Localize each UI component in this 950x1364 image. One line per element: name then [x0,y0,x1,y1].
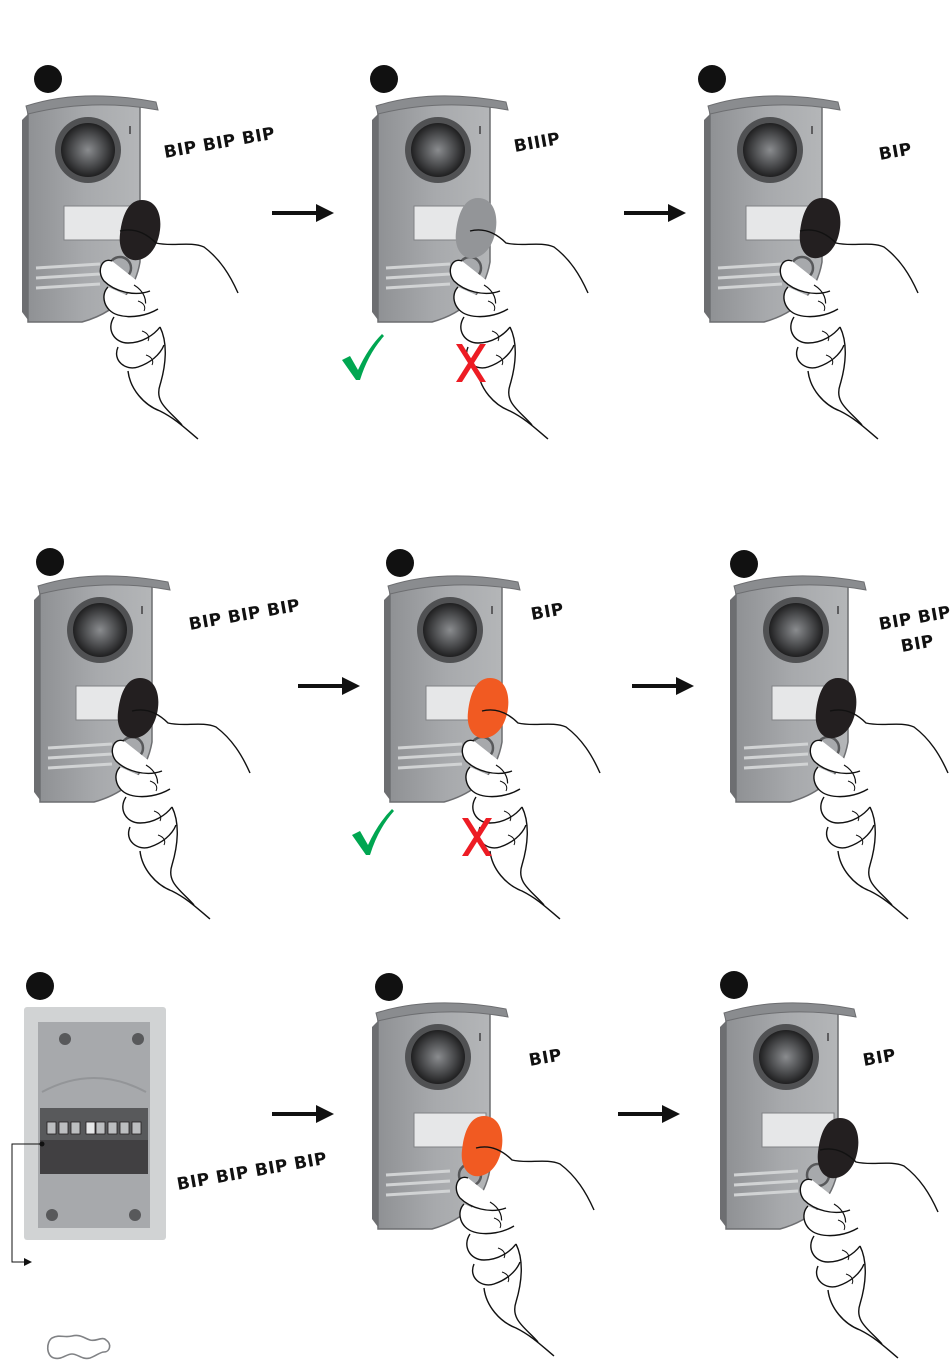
sound-text: BIP [527,1045,563,1070]
step-number-dot [26,972,54,1000]
step-number-dot [370,65,398,93]
step-number-dot [698,65,726,93]
sound-text: BIP BIP BIP BIP [175,1149,328,1195]
sound-text: BIP [861,1045,897,1070]
arrow-right-icon [618,1105,680,1123]
sound-text: BIP [529,599,565,624]
check-icon [342,334,384,380]
sound-text: BIP [877,139,913,164]
step-number-dot [730,550,758,578]
sound-text: BIIIP [512,129,562,157]
arrow-right-icon [298,677,360,695]
step-number-dot [386,549,414,577]
sound-text-line2: BIP [899,631,935,656]
step-number-dot [720,971,748,999]
sound-text: BIP BIP BIP [187,596,301,635]
check-icon [352,809,394,855]
step-number-dot [34,65,62,93]
intercom-panel [720,1003,856,1229]
step-number-dot [375,973,403,1001]
sound-text: BIP BIP BIP [162,124,276,163]
back-panel [12,1007,166,1266]
terminal-block [47,1122,141,1134]
step-number-dot [36,548,64,576]
arrow-right-icon [632,677,694,695]
arrow-right-icon [624,204,686,222]
arrow-right-icon [272,204,334,222]
sound-text-line1: BIP BIP [877,603,950,635]
arrow-right-icon [272,1105,334,1123]
logo-icon [48,1335,110,1358]
